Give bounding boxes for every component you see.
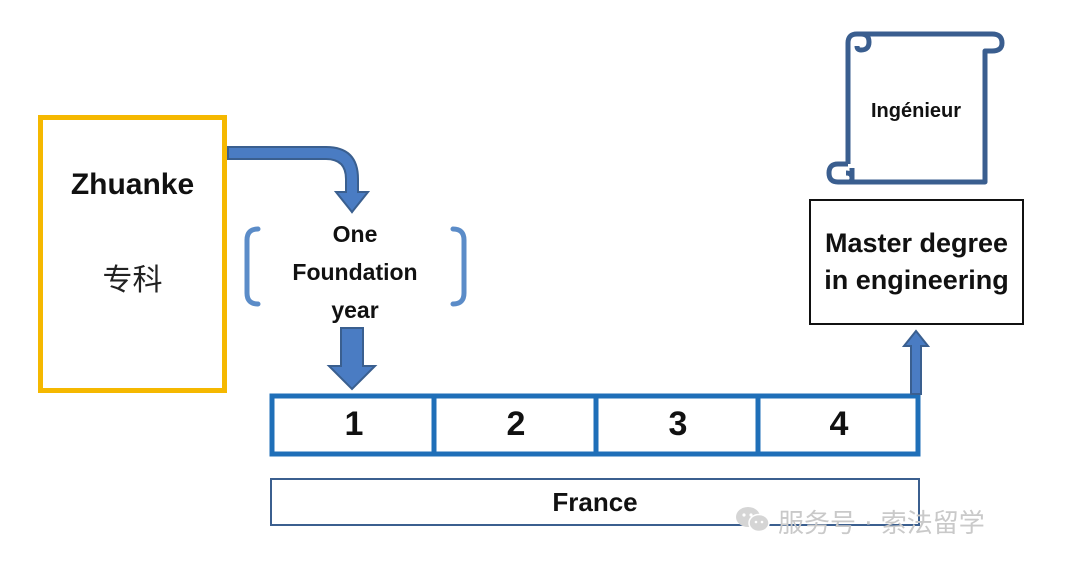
year-1-label: 1 <box>344 405 364 443</box>
year-4-label: 4 <box>829 405 849 443</box>
master-degree-label: Master degree in engineering <box>824 228 1009 295</box>
year4-to-master-arrow <box>901 329 931 395</box>
france-label: France <box>270 478 920 526</box>
foundation-year-label: One Foundation year <box>292 221 418 323</box>
scroll-icon <box>826 31 1005 185</box>
year-3-label: 3 <box>668 405 688 443</box>
watermark-text: 服务号 · 索法留学 <box>778 509 985 539</box>
diploma-label: Ingénieur <box>870 100 961 122</box>
master-degree-box: Master degree in engineering <box>809 199 1024 325</box>
zhuanke-box <box>38 115 227 393</box>
year-2-label: 2 <box>506 405 526 443</box>
zhuanke-to-foundation-arrow <box>227 146 371 214</box>
foundation-to-year1-arrow <box>326 327 378 391</box>
zhuanke-title: Zhuanke <box>70 168 195 201</box>
zhuanke-chinese-label: 专科 <box>102 263 163 298</box>
foundation-brackets <box>244 226 467 307</box>
wechat-icon <box>736 507 770 533</box>
timeline-bar <box>269 393 921 457</box>
